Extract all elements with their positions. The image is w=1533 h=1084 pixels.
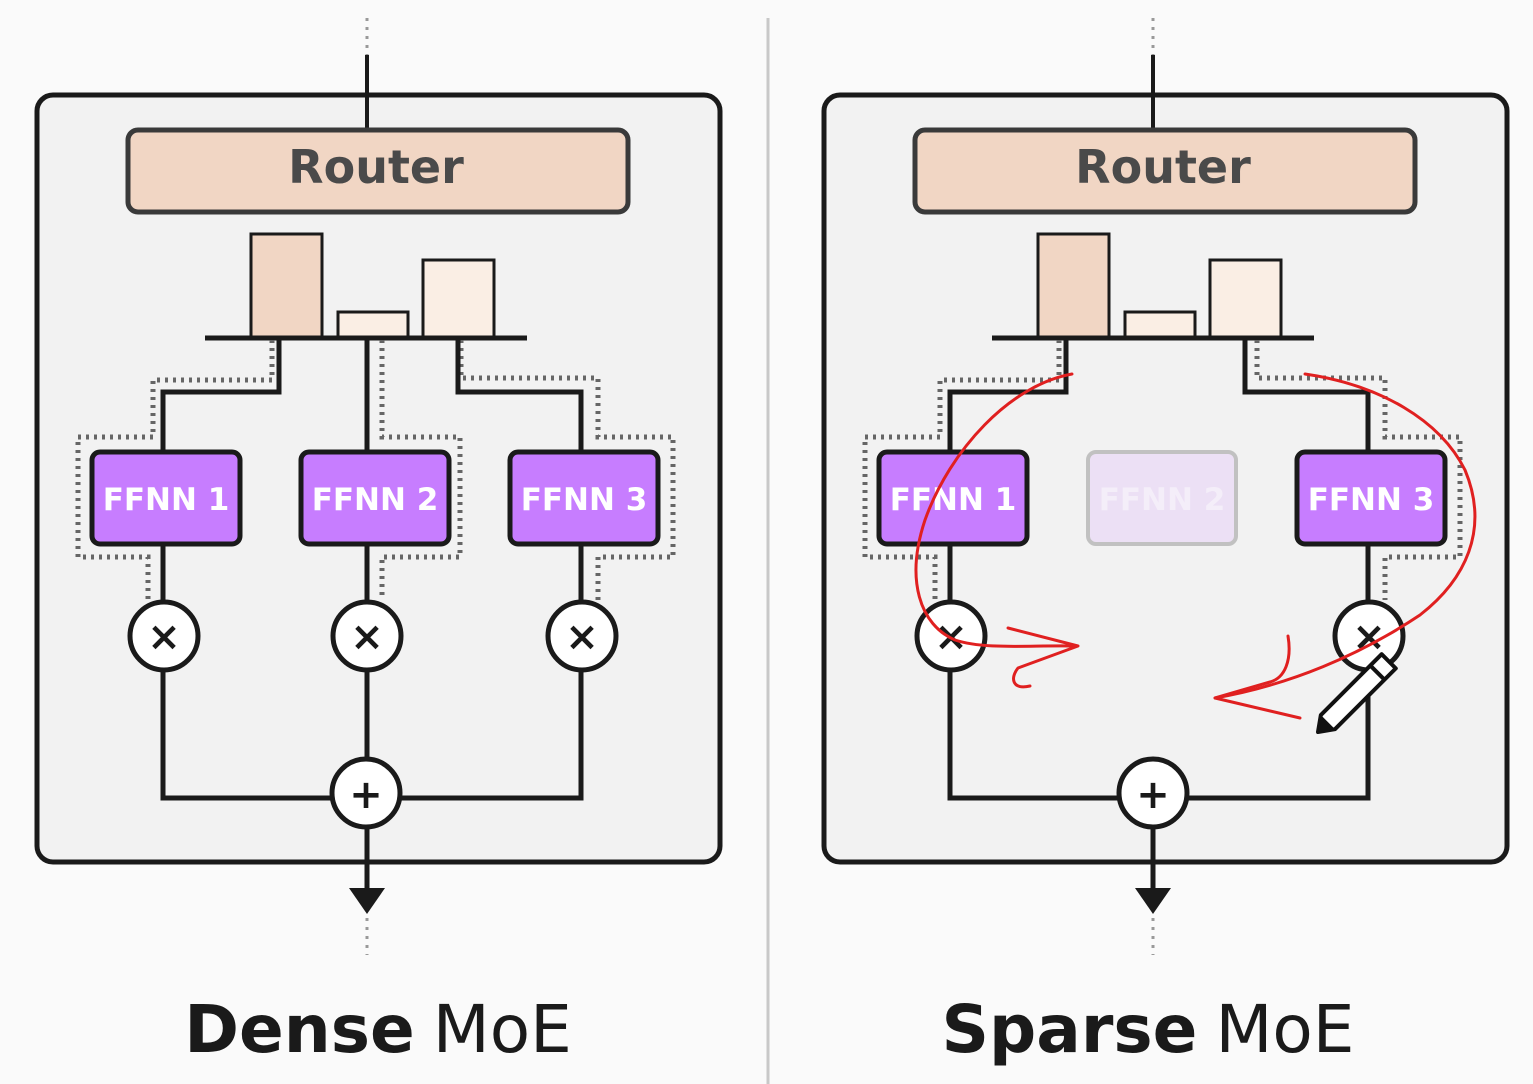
multiply-icon: × <box>1332 599 1406 673</box>
expert-ffnn-2-inactive: FFNN 2 <box>1086 450 1238 546</box>
expert-label: FFNN 1 <box>890 482 1017 518</box>
expert-label: FFNN 2 <box>312 482 439 518</box>
routing-weight-bars <box>992 232 1314 341</box>
svg-text:+: + <box>349 772 383 818</box>
expert-ffnn-3: FFNN 3 <box>507 449 661 547</box>
sparse-moe-panel: Router FFNN 1 FFNN 2 <box>821 18 1510 1068</box>
multiply-icon: × <box>330 599 404 673</box>
multiply-icon: × <box>545 599 619 673</box>
weight-bar-3 <box>1208 258 1283 339</box>
router-label: Router <box>288 140 464 194</box>
multiply-icon: × <box>914 599 988 673</box>
svg-text:×: × <box>565 614 599 660</box>
weight-bar-2 <box>1123 310 1197 339</box>
weight-bar-3 <box>421 258 496 339</box>
arrow-down-icon <box>349 888 385 914</box>
multiply-icon: × <box>127 599 201 673</box>
dotted-route-highlights <box>862 340 1463 600</box>
route-lines <box>947 338 1371 890</box>
red-annotation <box>914 372 1477 720</box>
dense-moe-panel: Router <box>34 18 723 1068</box>
plus-icon: + <box>329 756 403 830</box>
svg-text:×: × <box>350 614 384 660</box>
router-box: Router <box>912 127 1418 215</box>
weight-bar-1 <box>249 232 324 339</box>
dotted-route-highlights <box>75 340 676 600</box>
expert-ffnn-1: FFNN 1 <box>876 449 1030 547</box>
expert-label: FFNN 1 <box>103 482 230 518</box>
expert-ffnn-3: FFNN 3 <box>1294 449 1448 547</box>
expert-ffnn-1: FFNN 1 <box>89 449 243 547</box>
route-lines <box>160 338 584 890</box>
expert-label: FFNN 3 <box>521 482 648 518</box>
expert-label: FFNN 2 <box>1099 482 1226 518</box>
arrow-down-icon <box>1135 888 1171 914</box>
plus-icon: + <box>1116 756 1190 830</box>
router-label: Router <box>1075 140 1251 194</box>
pencil-icon <box>1316 652 1398 734</box>
expert-ffnn-2: FFNN 2 <box>298 449 452 547</box>
expert-label: FFNN 3 <box>1308 482 1435 518</box>
svg-text:×: × <box>147 614 181 660</box>
weight-bar-1 <box>1036 232 1111 339</box>
svg-text:+: + <box>1136 772 1170 818</box>
router-box: Router <box>125 127 631 215</box>
weight-bar-2 <box>336 310 410 339</box>
